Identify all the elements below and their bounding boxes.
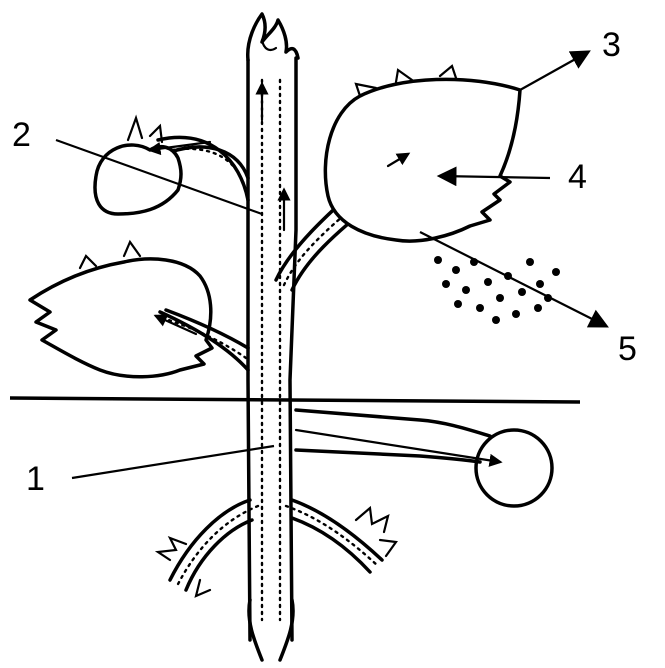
- large-leaf: [325, 79, 520, 241]
- label-3: 3: [602, 26, 621, 64]
- pointer-1: [72, 446, 274, 478]
- vapor-dots: [434, 256, 560, 324]
- roots: [158, 500, 396, 660]
- apical-bud: [248, 14, 298, 60]
- label-1: 1: [26, 460, 45, 498]
- label-5: 5: [618, 330, 637, 368]
- soil-line: [10, 398, 580, 402]
- storage-organ: [296, 410, 552, 506]
- arrow-3: [520, 52, 588, 90]
- label-2: 2: [12, 116, 31, 154]
- label-4: 4: [568, 158, 587, 196]
- leaf-tip-spikes: [128, 118, 162, 142]
- stem: [248, 58, 296, 640]
